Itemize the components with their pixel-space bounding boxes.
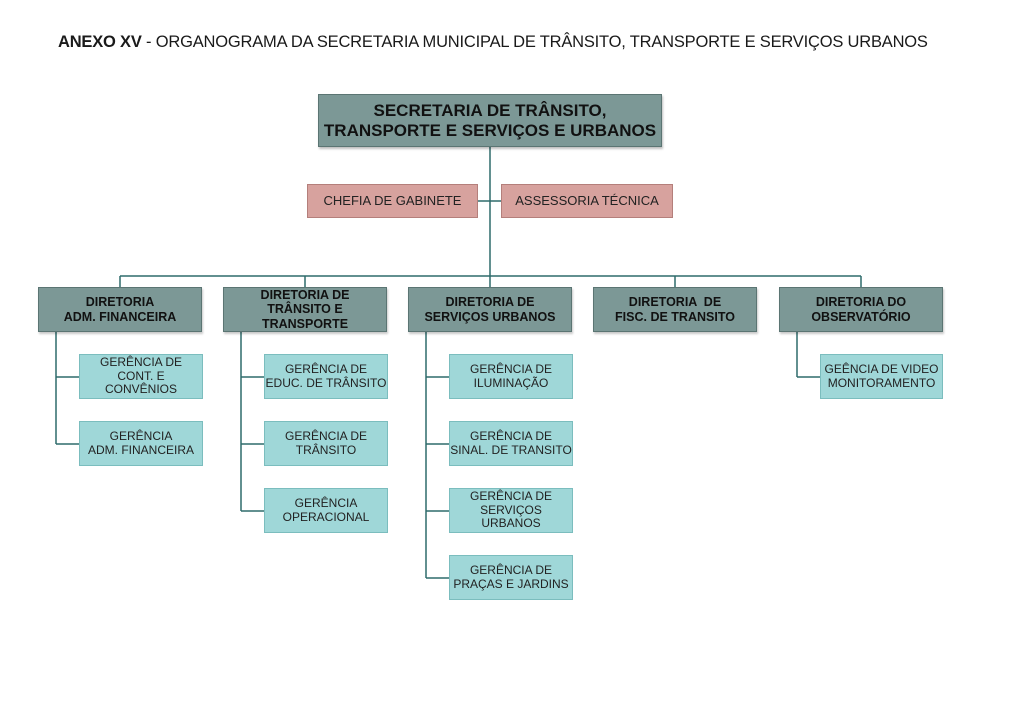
gerencia-line2: EDUC. DE TRÂNSITO	[265, 375, 387, 390]
diretoria-line1: DIRETORIA DO	[815, 295, 907, 310]
gerencia-line2: SERVIÇOS URBANOS	[480, 502, 542, 531]
diretoria-servicos-urbanos-box: DIRETORIA DE SERVIÇOS URBANOS	[408, 287, 572, 332]
gerencia-line1: GERÊNCIA	[109, 428, 173, 443]
page-title-annex: ANEXO XV	[58, 33, 142, 51]
gerencia-servicos-urbanos-box: GERÊNCIA DE SERVIÇOS URBANOS	[449, 488, 573, 533]
diretoria-line1: DIRETORIA DE	[628, 295, 722, 310]
diretoria-line2: FISC. DE TRANSITO	[615, 309, 735, 324]
gerencia-cont-convenios-box: GERÊNCIA DE CONT. E CONVÊNIOS	[79, 354, 203, 399]
page-title-text: - ORGANOGRAMA DA SECRETARIA MUNICIPAL DE…	[141, 33, 928, 51]
gerencia-line1: GERÊNCIA DE	[284, 428, 368, 443]
gerencia-line2: SINAL. DE TRANSITO	[450, 442, 572, 457]
gerencia-line2: ILUMINAÇÃO	[473, 375, 549, 390]
gerencia-sinal-transito-box: GERÊNCIA DE SINAL. DE TRANSITO	[449, 421, 573, 466]
diretoria-line2: SERVIÇOS URBANOS	[424, 309, 556, 324]
chefia-de-gabinete-box: CHEFIA DE GABINETE	[307, 184, 478, 218]
gerencia-operacional-box: GERÊNCIA OPERACIONAL	[264, 488, 388, 533]
gerencia-line2: CONT. E CONVÊNIOS	[104, 368, 177, 397]
diretoria-line2: ADM. FINANCEIRA	[63, 309, 177, 324]
gerencia-transito-box: GERÊNCIA DE TRÂNSITO	[264, 421, 388, 466]
gerencia-line2: PRAÇAS E JARDINS	[453, 576, 569, 591]
secretaria-line2: TRANSPORTE E SERVIÇOS E URBANOS	[323, 120, 657, 140]
gerencia-line1: GERÊNCIA DE	[469, 488, 553, 503]
gerencia-pracas-jardins-box: GERÊNCIA DE PRAÇAS E JARDINS	[449, 555, 573, 600]
diretoria-observatorio-box: DIRETORIA DO OBSERVATÓRIO	[779, 287, 943, 332]
gerencia-line1: GERÊNCIA DE	[469, 562, 552, 577]
secretaria-box: SECRETARIA DE TRÂNSITO, TRANSPORTE E SER…	[318, 94, 662, 147]
diretoria-line1: DIRETORIA	[85, 295, 155, 310]
diretoria-line1: DIRETORIA DE	[260, 287, 350, 302]
gerencia-line1: GERÊNCIA DE	[284, 361, 367, 376]
secretaria-line1: SECRETARIA DE TRÂNSITO,	[373, 100, 607, 120]
diretoria-line1: DIRETORIA DE	[445, 295, 535, 310]
gerencia-educ-transito-box: GERÊNCIA DE EDUC. DE TRÂNSITO	[264, 354, 388, 399]
chefia-de-gabinete-label: CHEFIA DE GABINETE	[323, 192, 462, 208]
gerencia-line1: GERÊNCIA DE	[469, 428, 553, 443]
gerencia-line1: GERÊNCIA DE	[469, 361, 553, 376]
diretoria-adm-financeira-box: DIRETORIA ADM. FINANCEIRA	[38, 287, 202, 332]
gerencia-iluminacao-box: GERÊNCIA DE ILUMINAÇÃO	[449, 354, 573, 399]
gerencia-line2: OPERACIONAL	[282, 509, 370, 524]
gerencia-video-monitoramento-box: GEÊNCIA DE VIDEO MONITORAMENTO	[820, 354, 943, 399]
gerencia-line1: GERÊNCIA	[294, 495, 358, 510]
gerencia-line2: MONITORAMENTO	[827, 375, 936, 390]
gerencia-line1: GERÊNCIA DE	[99, 354, 183, 369]
gerencia-adm-financeira-box: GERÊNCIA ADM. FINANCEIRA	[79, 421, 203, 466]
diretoria-transito-transporte-box: DIRETORIA DE TRÂNSITO E TRANSPORTE	[223, 287, 387, 332]
gerencia-line1: GEÊNCIA DE VIDEO	[824, 361, 939, 376]
assessoria-tecnica-box: ASSESSORIA TÉCNICA	[501, 184, 673, 218]
gerencia-line2: TRÂNSITO	[295, 442, 357, 457]
diretoria-fisc-transito-box: DIRETORIA DE FISC. DE TRANSITO	[593, 287, 757, 332]
assessoria-tecnica-label: ASSESSORIA TÉCNICA	[515, 192, 659, 208]
page-title: ANEXO XV - ORGANOGRAMA DA SECRETARIA MUN…	[58, 33, 928, 52]
diretoria-line2: OBSERVATÓRIO	[811, 309, 911, 324]
diretoria-line2: TRÂNSITO E TRANSPORTE	[261, 302, 349, 331]
gerencia-line2: ADM. FINANCEIRA	[87, 442, 194, 457]
